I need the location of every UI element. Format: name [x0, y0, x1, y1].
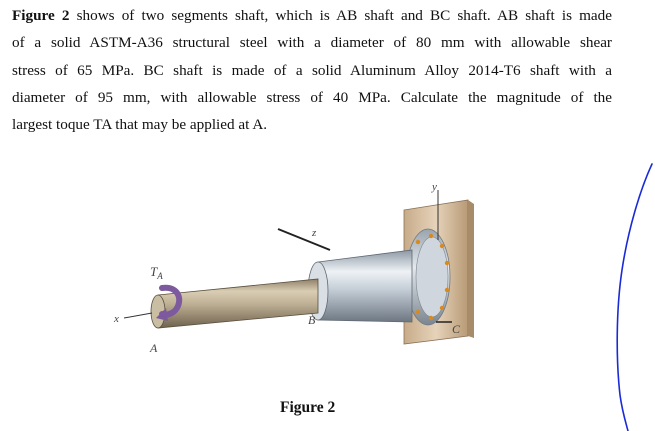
problem-line-1: Figure 2 shows of two segments shaft, wh…	[12, 2, 612, 29]
problem-statement: Figure 2 shows of two segments shaft, wh…	[12, 2, 612, 138]
shaft-ab	[150, 278, 319, 329]
problem-line-4: diameter of 95 mm, with allowable stress…	[12, 88, 612, 106]
bolt-icon	[444, 260, 450, 266]
torque-arrow-icon	[156, 284, 183, 321]
bolt-icon	[439, 305, 445, 311]
figure-reference: Figure 2	[12, 7, 70, 24]
point-b-label: B	[308, 313, 316, 327]
problem-line-2: of a solid ASTM-A36 structural steel wit…	[12, 34, 612, 52]
problem-line-5: largest toque TA that may be applied at …	[12, 116, 268, 134]
bolt-icon	[428, 315, 434, 321]
x-axis-line	[123, 312, 153, 319]
axis-y-label: y	[431, 181, 437, 193]
bolt-icon	[415, 309, 421, 315]
problem-line-1-text: shows of two segments shaft, which is AB…	[69, 7, 612, 24]
figure-caption: Figure 2	[280, 399, 336, 416]
axis-z-label: z	[311, 227, 317, 239]
z-axis-line	[277, 228, 331, 251]
torque-label-subscript: A	[156, 271, 163, 281]
bolt-icon	[439, 243, 445, 249]
problem-line-3: stress of 65 MPa. BC shaft is made of a …	[12, 61, 612, 79]
axis-x-label: x	[113, 313, 119, 325]
flange	[405, 228, 451, 326]
shaft-bc	[307, 249, 413, 323]
bolt-icon	[415, 239, 421, 245]
bolt-icon	[444, 287, 450, 293]
point-a-label: A	[149, 341, 158, 355]
bolt-icon	[428, 233, 434, 239]
point-c-label: C	[452, 322, 461, 336]
torque-label: TA	[150, 264, 163, 281]
handwritten-annotation-curve	[616, 163, 653, 431]
